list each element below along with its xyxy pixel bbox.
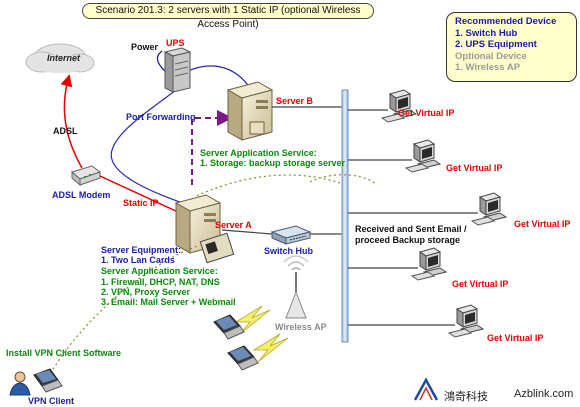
adsl-link bbox=[60, 74, 83, 169]
backbone-branches bbox=[348, 109, 478, 326]
wireless-signal-bolt-icon bbox=[234, 305, 271, 335]
virtual-ip-label: Get Virtual IP bbox=[452, 279, 509, 289]
virtual-ip-label: Get Virtual IP bbox=[398, 108, 455, 118]
desktop-pc-icon bbox=[447, 304, 485, 338]
virtual-ip-label: Get Virtual IP bbox=[487, 333, 544, 343]
network-backbone bbox=[341, 89, 349, 343]
server-a-label: Server A bbox=[215, 220, 252, 230]
optional-item: 1. Wireless AP bbox=[455, 62, 521, 73]
vpn-client-tunnel-dotted bbox=[47, 245, 199, 379]
recommended-device-box: Recommended Device 1. Switch Hub 2. UPS … bbox=[446, 12, 577, 82]
server-a-service-line: 2. VPN, Proxy Server bbox=[101, 287, 191, 297]
internet-cloud-icon bbox=[25, 43, 95, 73]
server-a-equipment-heading: Server Equipment: bbox=[101, 245, 182, 255]
watermark-cn: 鴻奇科技 bbox=[444, 390, 488, 403]
recommended-heading: Recommended Device bbox=[455, 16, 557, 27]
adsl-modem-icon bbox=[70, 165, 102, 187]
ups-to-server-a bbox=[110, 89, 189, 206]
azblink-logo-icon bbox=[413, 377, 439, 401]
wireless-ap-label: Wireless AP bbox=[275, 322, 327, 332]
client-pcs bbox=[380, 89, 508, 338]
server-a-equipment-line: 1. Two Lan Cards bbox=[101, 255, 175, 265]
wireless-ap-icon bbox=[283, 255, 309, 319]
ups-label: UPS bbox=[166, 38, 185, 48]
install-vpn-label: Install VPN Client Software bbox=[6, 348, 122, 358]
server-b-icon bbox=[226, 81, 274, 141]
switch-hub-label: Switch Hub bbox=[264, 246, 313, 256]
power-label: Power bbox=[131, 42, 159, 52]
backup-storage-label: proceed Backup storage bbox=[355, 235, 461, 245]
wireless-to-server-dotted bbox=[195, 174, 341, 197]
desktop-pc-icon bbox=[380, 89, 418, 123]
server-a-service-heading: Server Application Service: bbox=[101, 266, 218, 276]
laptop-icon bbox=[213, 314, 245, 340]
vpn-client-label: VPN Client bbox=[28, 396, 75, 406]
laptop-icon bbox=[227, 345, 259, 371]
recommended-item: 2. UPS Equipment bbox=[455, 39, 537, 50]
vpn-client-icon bbox=[9, 368, 63, 396]
static-ip-link bbox=[99, 175, 179, 213]
adsl-label: ADSL bbox=[53, 126, 78, 136]
switch-hub-icon bbox=[270, 225, 312, 245]
server-b-service-line: 1. Storage: backup storage server bbox=[200, 158, 346, 168]
desktop-pc-icon bbox=[470, 192, 508, 226]
scenario-title: Scenario 201.3: 2 servers with 1 Static … bbox=[82, 3, 374, 30]
recommended-item: 1. Switch Hub bbox=[455, 27, 518, 39]
virtual-ip-label: Get Virtual IP bbox=[514, 219, 571, 229]
server-to-email-dotted bbox=[309, 174, 377, 185]
server-b-service-heading: Server Application Service: bbox=[200, 148, 317, 158]
wireless-signal-bolt-icon bbox=[252, 333, 289, 363]
server-a-service-line: 1. Firewall, DHCP, NAT, DNS bbox=[101, 277, 220, 287]
internet-label: Internet bbox=[47, 53, 81, 63]
virtual-ip-label: Get Virtual IP bbox=[446, 163, 503, 173]
ups-icon bbox=[163, 47, 192, 93]
desktop-pc-icon bbox=[404, 139, 442, 173]
server-a-icon bbox=[174, 194, 235, 264]
ups-to-server-b bbox=[185, 65, 251, 89]
server-a-to-hub bbox=[221, 229, 273, 235]
port-forwarding-label: Port Forwarding bbox=[126, 112, 196, 122]
server-b-label: Server B bbox=[276, 96, 314, 106]
server-a-service-line: 3. Email: Mail Server + Webmail bbox=[101, 297, 236, 307]
optional-heading: Optional Device bbox=[455, 50, 527, 62]
watermark-en: Azblink.com bbox=[514, 388, 574, 400]
desktop-pc-icon bbox=[410, 247, 448, 281]
received-email-label: Received and Sent Email / bbox=[355, 224, 467, 234]
port-forwarding-link bbox=[191, 110, 233, 185]
static-ip-label: Static IP bbox=[123, 198, 159, 208]
adsl-modem-label: ADSL Modem bbox=[52, 190, 111, 200]
